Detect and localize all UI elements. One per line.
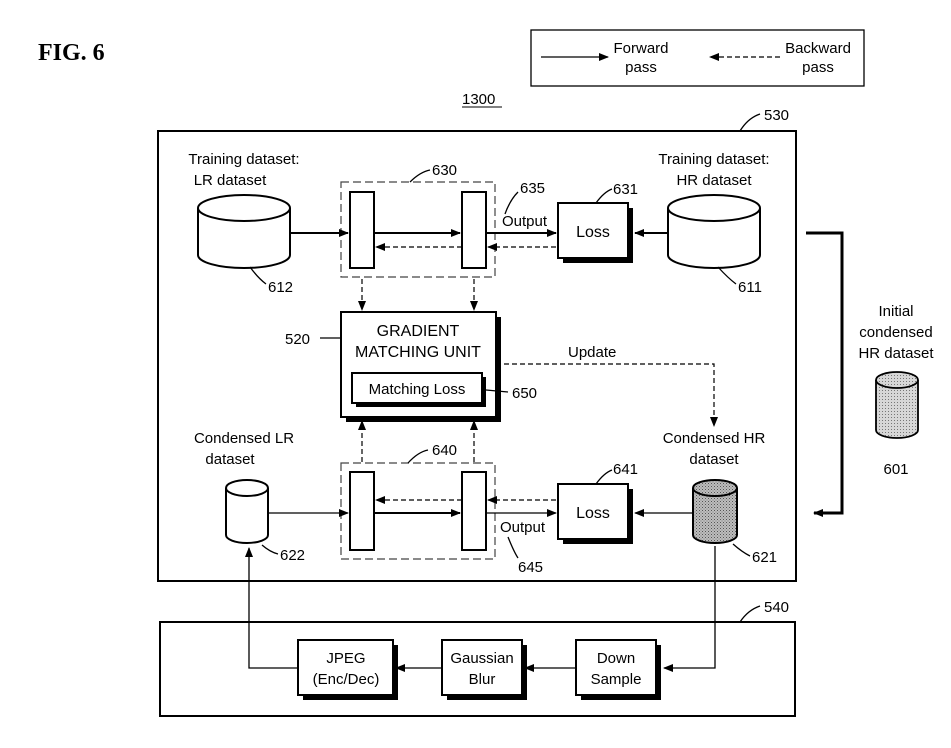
downsample-label: Down [597, 650, 635, 667]
legend-backward-label-2: pass [802, 59, 834, 76]
condensed-lr-cylinder [226, 480, 268, 543]
legend-backward-label: Backward [785, 40, 851, 57]
condensed-lr-label: Condensed LR [194, 430, 294, 447]
legend-box [531, 30, 864, 86]
initial-hr-label: Initial [878, 303, 913, 320]
bottom-layer-2 [462, 472, 486, 550]
bottom-output-ref: 645 [518, 559, 543, 576]
condensed-hr-cylinder [693, 480, 737, 543]
initial-to-condensed-arrow [806, 233, 842, 513]
leader-635 [505, 192, 518, 214]
chr-to-downsample-arrow [664, 546, 715, 668]
leader-621 [733, 544, 750, 556]
leader-540 [740, 606, 760, 622]
bottom-output-label: Output [500, 519, 546, 536]
leader-530 [740, 114, 760, 131]
gmu-ref: 520 [285, 331, 310, 348]
leader-645 [508, 537, 518, 558]
leader-631 [596, 189, 612, 203]
training-lr-label-2: LR dataset [194, 172, 267, 189]
training-lr-label: Training dataset: [188, 151, 299, 168]
downsample-label-2: Sample [591, 671, 642, 688]
condensed-hr-ref: 621 [752, 549, 777, 566]
hr-dataset-ref: 611 [738, 279, 762, 296]
training-block-ref: 530 [764, 107, 789, 124]
condensed-hr-label: Condensed HR [663, 430, 766, 447]
system-ref: 1300 [462, 91, 495, 108]
hr-dataset-cylinder [668, 195, 760, 268]
condensed-hr-label-2: dataset [689, 451, 739, 468]
bottom-network-ref: 640 [432, 442, 457, 459]
top-output-label: Output [502, 213, 548, 230]
jpeg-to-clr-arrow [249, 548, 298, 668]
initial-hr-ref: 601 [883, 461, 908, 478]
legend: Forward pass Backward pass [531, 30, 864, 86]
degradation-block-ref: 540 [764, 599, 789, 616]
figure-title: FIG. 6 [38, 40, 105, 66]
legend-forward-label-2: pass [625, 59, 657, 76]
bottom-loss-ref: 641 [613, 461, 638, 478]
top-layer-1 [350, 192, 374, 268]
matching-loss-label: Matching Loss [369, 381, 466, 398]
bottom-loss-label: Loss [576, 505, 610, 522]
training-hr-label-2: HR dataset [676, 172, 752, 189]
top-loss-label: Loss [576, 224, 610, 241]
lr-dataset-ref: 612 [268, 279, 293, 296]
top-network-ref: 630 [432, 162, 457, 179]
gmu-label: GRADIENT [377, 323, 460, 340]
training-hr-label: Training dataset: [658, 151, 769, 168]
jpeg-label-2: (Enc/Dec) [313, 671, 380, 688]
legend-forward-label: Forward [613, 40, 668, 57]
leader-611 [718, 267, 736, 284]
initial-hr-label-2: condensed [859, 324, 932, 341]
initial-hr-cylinder [876, 372, 918, 438]
initial-hr-label-3: HR dataset [858, 345, 934, 362]
matching-loss-ref: 650 [512, 385, 537, 402]
update-label: Update [568, 344, 616, 361]
lr-dataset-cylinder [198, 195, 290, 268]
top-layer-2 [462, 192, 486, 268]
bottom-layer-1 [350, 472, 374, 550]
gaussian-label: Gaussian [450, 650, 513, 667]
gaussian-label-2: Blur [469, 671, 496, 688]
leader-640 [408, 450, 428, 463]
jpeg-label: JPEG [326, 650, 365, 667]
condensed-lr-ref: 622 [280, 547, 305, 564]
condensed-lr-label-2: dataset [205, 451, 255, 468]
leader-641 [596, 470, 612, 484]
leader-622 [262, 545, 278, 554]
top-output-ref: 635 [520, 180, 545, 197]
leader-612 [250, 267, 266, 284]
top-loss-ref: 631 [613, 181, 638, 198]
gmu-label-2: MATCHING UNIT [355, 344, 481, 361]
leader-630 [410, 170, 430, 182]
